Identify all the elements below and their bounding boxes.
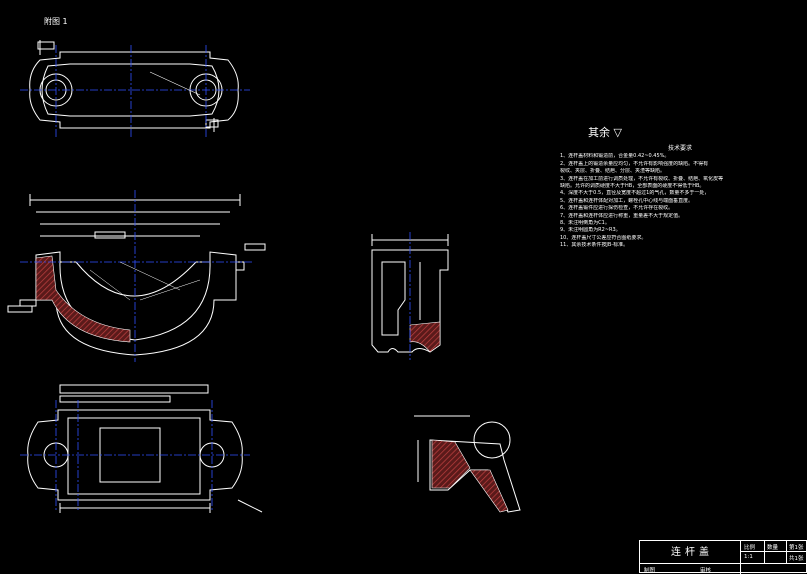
note-line: 3、连杆盖在加工前进行调质处理，不允许有裂纹、折叠、结疤、氧化皮等 <box>560 175 724 182</box>
note-line: 裂纹、夹层、折叠、结疤、分层、夹渣等缺陷。 <box>560 168 666 175</box>
quantity-label: 数量 <box>767 545 779 551</box>
total-sheets: 共1张 <box>789 556 804 562</box>
note-line: 4、深度不大于0.5，直径及宽度不超过1的气孔，数量不多于一处， <box>560 190 710 197</box>
note-line: 2、连杆盖上的锻造余量应均匀，不允许有影响强度的缺陷。不得有 <box>560 160 709 167</box>
note-line: 8、未注明倒角为C1。 <box>560 220 610 227</box>
note-line: 5、连杆盖和连杆体配对加工，螺栓孔中心线与端面垂直度。 <box>560 197 694 204</box>
note-line: 10、连杆盖尺寸公差应符合图纸要求。 <box>560 234 647 241</box>
surface-finish-label: 其余 <box>588 126 610 139</box>
detail-view-section-hatch <box>431 439 509 513</box>
note-line: 缺陷。允许的调质硬度不大于HB，全部表面的硬度不得低于HB。 <box>560 183 705 190</box>
scale-label: 比例 <box>744 545 756 551</box>
top-view-leader <box>149 71 201 96</box>
note-line: 9、未注明圆角为R2~R3。 <box>560 227 621 234</box>
technical-requirements: 技术要求 1、连杆盖材料和锻造前，合金量0.42~0.45%。 2、连杆盖上的锻… <box>560 145 800 250</box>
roughness-symbol-icon: ▽ <box>613 126 622 139</box>
side-view-section-hatch <box>409 321 441 353</box>
sheet-number: 第1张 <box>789 545 804 551</box>
front-view-dimensions <box>89 261 201 301</box>
bottom-view-centerlines <box>20 400 250 510</box>
top-view-centerlines <box>20 45 250 138</box>
view-label: 附图 1 <box>44 17 68 26</box>
note-line: 11、其余技术条件按JB-标准。 <box>560 242 629 249</box>
drawn-by-label: 制图 <box>644 568 656 574</box>
front-view-centerlines <box>20 190 252 362</box>
note-line: 7、连杆盖和连杆体应进行称重，重量差不大于规定值。 <box>560 212 684 219</box>
front-view-section-hatch <box>35 255 131 343</box>
surface-finish-note: 其余 ▽ <box>588 124 622 140</box>
checked-by-label: 审核 <box>700 568 712 574</box>
part-name: 连杆盖 <box>671 547 713 558</box>
top-view <box>29 40 239 132</box>
technical-requirements-title: 技术要求 <box>667 145 692 152</box>
title-block: 连杆盖 比例 数量 第1张 1:1 共1张 制图 审核 <box>639 540 807 574</box>
note-line: 6、连杆盖锻件应进行探伤检查，不允许存在裂纹。 <box>560 205 674 212</box>
note-line: 1、连杆盖材料和锻造前，合金量0.42~0.45%。 <box>560 153 670 160</box>
bottom-view <box>27 384 263 513</box>
scale-value: 1:1 <box>744 554 753 560</box>
